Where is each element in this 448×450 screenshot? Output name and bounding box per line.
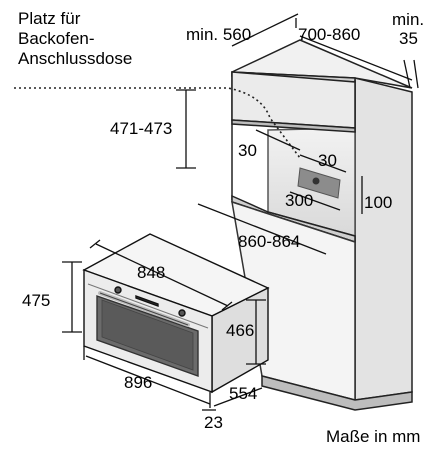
oven-front-width-label: 848 [137,263,166,282]
cabinet-dimension-lines [176,13,419,255]
cabinet-front-upper [231,71,356,129]
oven-display [135,295,159,307]
niche-top-shelf [231,119,356,133]
oven-unit [82,233,270,394]
min-gap-label: min. [392,10,425,29]
units-caption: Maße in mm [326,427,421,446]
socket-offset-left-label: 30 [238,141,257,160]
socket-note-line-3: Anschlussdose [18,49,133,68]
oven-control-strip [87,283,209,329]
cabinet-side-panel [354,77,413,401]
socket-area [297,167,341,199]
front-protrusion-label: 23 [204,413,223,432]
socket-note-line-2: Backofen- [18,29,95,48]
oven-dimension-lines [62,239,266,411]
socket-offset-top-label: 30 [318,151,337,170]
cabinet-plinth [261,375,413,411]
niche-width-range-label: 700-860 [298,25,361,44]
oven-door-glass [101,299,194,371]
oven-total-width-label: 896 [124,373,153,392]
oven-depth-label: 554 [229,384,258,403]
socket-box [297,167,341,199]
tall-cabinet [231,39,413,411]
socket-note: Platz für Backofen- Anschlussdose [18,9,132,69]
socket-note-line-1: Platz für [18,9,81,28]
niche-width-label: 860-864 [238,232,301,251]
oven-left-knob [114,286,122,294]
niche-floor [231,194,356,244]
socket-height-label: 100 [364,193,393,212]
niche-height-label: 471-473 [110,119,173,138]
min-depth-label: min. 560 [186,25,252,44]
oven-right-knob [178,309,186,317]
oven-front-height-label: 475 [22,291,51,310]
socket-outlet [312,177,320,185]
socket-width-label: 300 [285,191,314,210]
min-gap-value: 35 [399,29,418,48]
oven-body-height-label: 466 [226,321,255,340]
